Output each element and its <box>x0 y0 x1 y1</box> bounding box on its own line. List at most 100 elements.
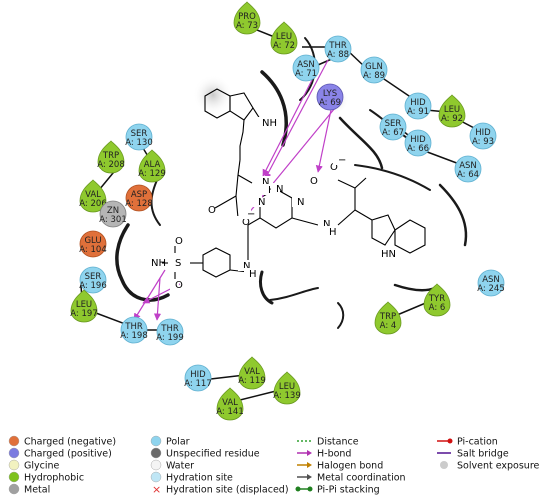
residue-shape <box>454 155 482 183</box>
legend-label: Halogen bond <box>317 461 383 472</box>
legend-item: Unspecified residue <box>150 447 260 460</box>
atom-label-bg <box>244 268 253 279</box>
atom-label-bg <box>237 216 246 227</box>
legend-swatch <box>8 483 20 495</box>
residue-number: A: 206 <box>79 199 106 209</box>
legend-label: Polar <box>166 437 190 448</box>
legend-item: Water <box>150 459 194 472</box>
residue-shape <box>125 123 153 151</box>
atom-label-bg <box>146 257 162 268</box>
atom-label-o-right1-charge: − <box>338 155 346 166</box>
atom-label-nh-link-left: N <box>262 177 269 188</box>
residue-name: VAL <box>222 398 238 408</box>
legend-item: Distance <box>297 437 359 448</box>
legend-swatch <box>150 447 162 459</box>
legend-item: Hydrophobic <box>8 471 84 484</box>
residue-number: A: 301 <box>99 215 126 225</box>
residue-number: A: 66 <box>407 144 429 154</box>
residue-name: VAL <box>85 190 101 200</box>
atom-label-bg <box>242 208 251 219</box>
residue-name: ASN <box>459 161 477 171</box>
atom-label-bg <box>257 176 273 187</box>
legend-swatch <box>150 435 162 447</box>
residue-name: THR <box>160 324 179 334</box>
ligand-labels: NHNHNHNNNNHNHSOOOO−O−OHN <box>146 117 396 291</box>
atom-label-bg <box>305 175 314 186</box>
residue-shape <box>469 122 497 150</box>
legend-item: Salt bridge <box>437 449 509 460</box>
atom-label-bg <box>203 204 212 215</box>
residue-name: ASN <box>482 275 500 285</box>
atom-label-o-right2: O <box>310 176 318 187</box>
legend-item: ×Hydration site (displaced) <box>152 483 289 496</box>
legend-swatch: × <box>152 483 161 496</box>
legend-item: Polar <box>150 435 190 448</box>
atom-label-nh-sulfonamide: NH <box>151 258 166 269</box>
residue-shape <box>438 94 466 128</box>
residue-name: ALA <box>144 160 161 170</box>
residue-shape <box>138 149 166 183</box>
legend-label: Solvent exposure <box>457 461 540 472</box>
legend-label: Salt bridge <box>457 449 509 460</box>
atom-label-bg <box>318 218 334 229</box>
residue-number: A: 119 <box>238 376 265 386</box>
atom-label-o2: O <box>175 280 183 291</box>
residue-name: HID <box>410 98 426 108</box>
residue-shape <box>125 184 153 212</box>
legend-item: Metal <box>8 483 50 496</box>
atom-label-o1: O <box>175 236 183 247</box>
legend-item: Charged (negative) <box>8 435 116 448</box>
residue-shape <box>156 318 184 346</box>
atom-label-nh-indole-top: NH <box>262 118 277 129</box>
residue-name: LYS <box>323 89 337 99</box>
legend-label: Charged (negative) <box>24 437 116 448</box>
residue-name: LEU <box>276 32 292 42</box>
residue-name: LEU <box>76 300 92 310</box>
residue-number: A: 196 <box>79 281 106 291</box>
residue-name: HID <box>410 135 426 145</box>
residue-number: A: 208 <box>97 160 124 170</box>
atom-label-bg <box>253 196 262 207</box>
residue-number: A: 139 <box>273 391 300 401</box>
legend-swatch <box>8 435 20 447</box>
residue-number: A: 72 <box>273 41 295 51</box>
residue-zn301: ZNA: 301 <box>99 200 127 228</box>
residue-name: THR <box>124 322 143 332</box>
atom-label-ring-n3: N <box>258 197 265 208</box>
residue-shape <box>324 35 352 63</box>
legend-item: H-bond <box>297 449 351 460</box>
residue-number: A: 64 <box>457 170 479 180</box>
residue-shape <box>270 21 298 55</box>
residue-shape <box>79 179 107 213</box>
legend: Charged (negative)Charged (positive)Glyc… <box>8 435 540 496</box>
legend-item: Halogen bond <box>297 461 383 472</box>
residue-number: A: 104 <box>79 245 106 255</box>
residue-number: A: 130 <box>125 138 152 148</box>
legend-label: H-bond <box>317 449 351 460</box>
legend-label: Metal <box>24 485 50 496</box>
legend-swatch <box>440 461 448 469</box>
legend-label: Water <box>166 461 194 472</box>
residue-name: LEU <box>279 382 295 392</box>
atom-label-o-left2: O <box>242 217 250 228</box>
residue-shape <box>404 129 432 157</box>
residue-number: A: 197 <box>70 309 97 319</box>
residue-shape <box>97 140 125 174</box>
residue-shape <box>374 301 402 335</box>
residue-number: A: 71 <box>295 69 317 79</box>
